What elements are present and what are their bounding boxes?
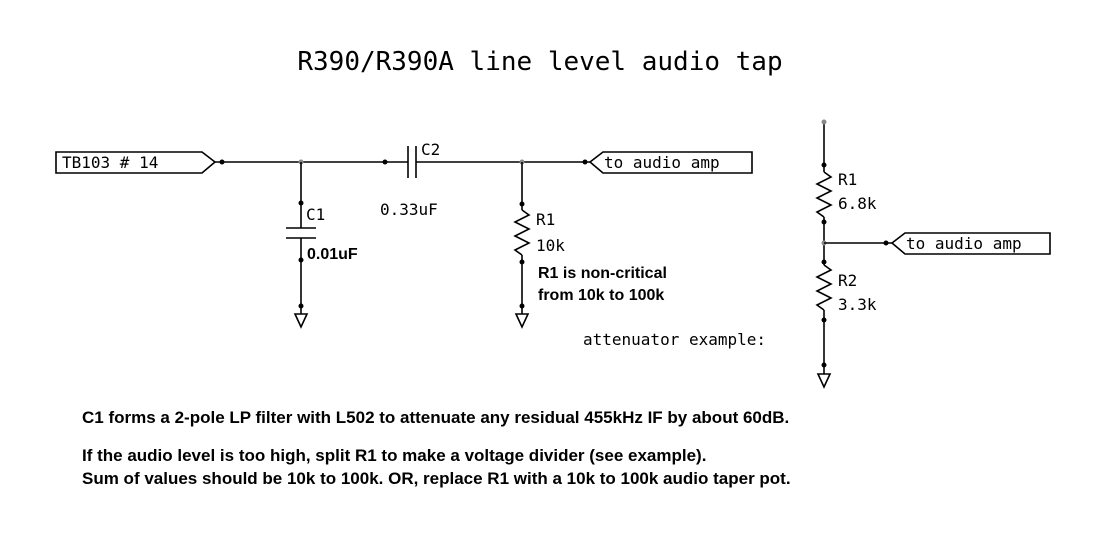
node-dot xyxy=(519,201,525,207)
node-dot xyxy=(883,240,889,246)
input-port-label: TB103 # 14 xyxy=(62,153,158,172)
resistor-atten-r1 xyxy=(815,171,833,218)
node-dot xyxy=(821,259,827,265)
c1-value: 0.01uF xyxy=(307,246,358,263)
diagram-title: R390/R390A line level audio tap xyxy=(297,47,782,77)
atten-output-port-label: to audio amp xyxy=(906,234,1022,253)
atten-r2-value: 3.3k xyxy=(838,295,877,314)
capacitor-c1 xyxy=(286,227,316,239)
node-dot xyxy=(298,257,304,263)
ground-icon xyxy=(293,313,309,329)
resistor-atten-r2 xyxy=(815,264,833,311)
node-dot xyxy=(219,159,225,165)
ground-icon xyxy=(816,373,832,389)
c1-ref: C1 xyxy=(306,205,325,224)
node-dot xyxy=(821,362,827,368)
node-dot xyxy=(298,200,304,206)
node-dot xyxy=(821,219,827,225)
c2-ref: C2 xyxy=(421,140,440,159)
atten-r1-ref: R1 xyxy=(838,170,857,189)
c2-value: 0.33uF xyxy=(380,200,438,219)
r1-value: 10k xyxy=(536,236,565,255)
node-dot xyxy=(298,303,304,309)
r1-ref: R1 xyxy=(536,210,555,229)
note-sum-values: Sum of values should be 10k to 100k. OR,… xyxy=(82,469,791,488)
node-dot xyxy=(519,259,525,265)
r1-note-line1: R1 is non-critical xyxy=(538,265,667,282)
atten-r1-value: 6.8k xyxy=(838,194,877,213)
attenuator-label: attenuator example: xyxy=(583,330,766,349)
node-dot xyxy=(821,162,827,168)
node-dot xyxy=(582,159,588,165)
node-dot xyxy=(519,303,525,309)
output-port-flag xyxy=(588,151,753,174)
capacitor-c2 xyxy=(407,146,417,178)
atten-output-port-flag xyxy=(890,232,1051,255)
ground-icon xyxy=(514,313,530,329)
input-port-flag xyxy=(55,151,217,174)
resistor-r1 xyxy=(513,209,531,256)
output-port-label: to audio amp xyxy=(604,153,720,172)
note-voltage-divider: If the audio level is too high, split R1… xyxy=(82,446,707,465)
node-dot xyxy=(382,159,388,165)
note-c1-filter: C1 forms a 2-pole LP filter with L502 to… xyxy=(82,408,790,427)
atten-r2-ref: R2 xyxy=(838,271,857,290)
r1-note-line2: from 10k to 100k xyxy=(538,287,664,304)
node-dot xyxy=(821,119,827,125)
node-dot xyxy=(821,317,827,323)
